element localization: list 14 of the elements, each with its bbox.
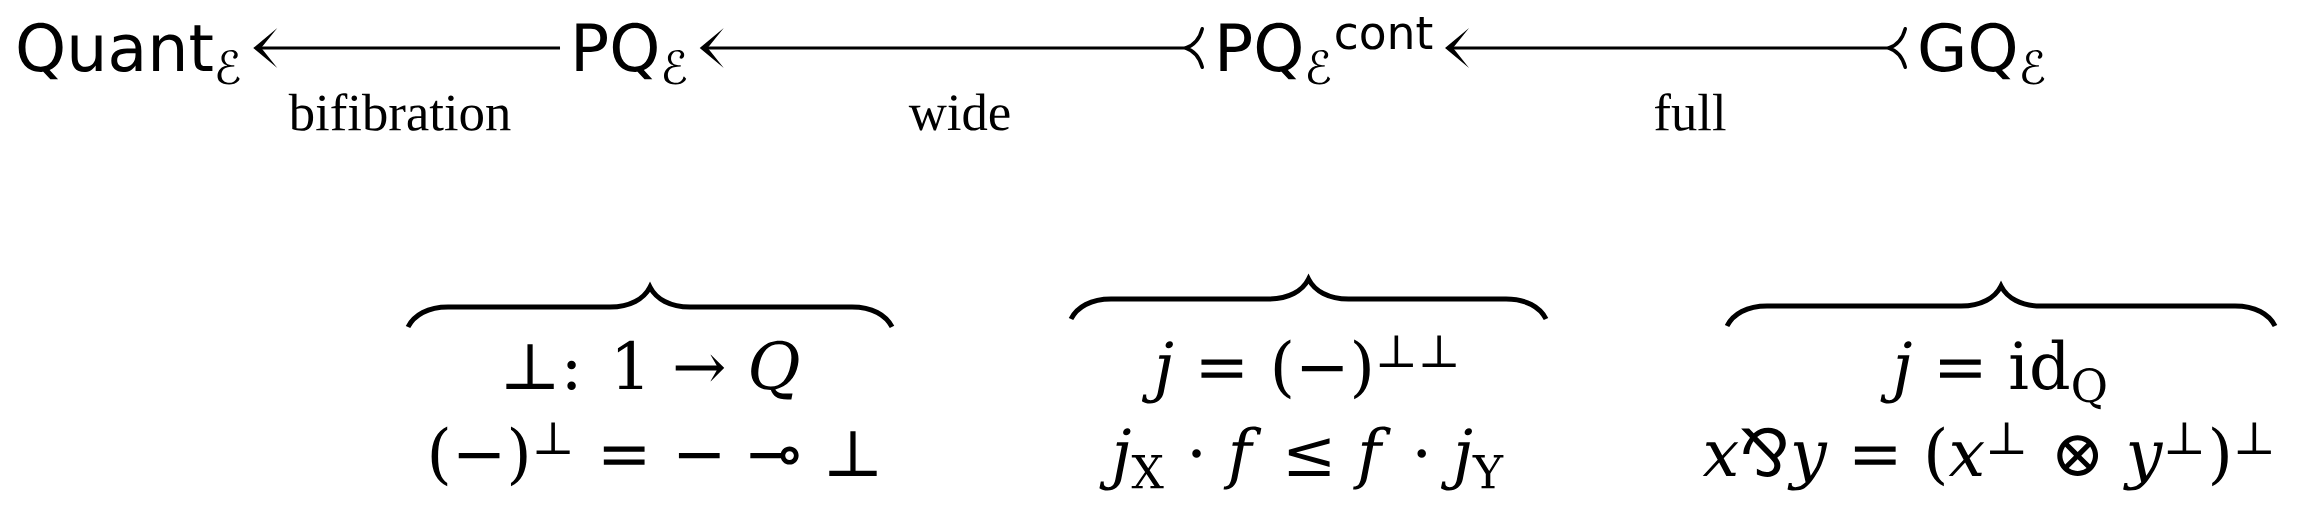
object-label: Quant$_{ℰ}$	[18, 22, 240, 85]
edge-label: wide	[905, 89, 1015, 135]
formula: ⊥: 1 → Q	[506, 340, 799, 400]
arrow	[1445, 27, 1907, 69]
formula: j = id$_{Q}$	[1880, 339, 2106, 410]
formula: j = (−)$^{⊥⊥}$	[1141, 335, 1456, 404]
object-label: GQ$_{ℰ}$	[1920, 22, 2045, 85]
object-label: PQ$_{ℰ}$cont	[1220, 17, 1433, 85]
formula: x⅋y = (x$^{⊥}$ ⊗ y$^{⊥}$)$^{⊥}$	[1702, 422, 2271, 491]
edge-label: bifibration	[285, 89, 515, 135]
edge-label: full	[1649, 89, 1731, 135]
formula: (−)$^{⊥}$ = − ⊸ ⊥	[431, 422, 877, 487]
object-label: PQ$_{ℰ}$	[576, 22, 687, 85]
formula: j$_{X}$ · f ≤ f · j$_{Y}$	[1099, 426, 1504, 491]
